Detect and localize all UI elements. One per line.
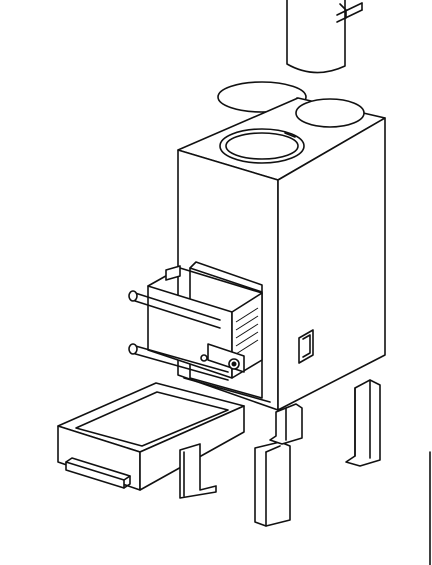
ash-drawer (57, 382, 245, 491)
support-legs (179, 379, 381, 527)
firebox-grate (128, 265, 263, 381)
chimney-pipe (286, 0, 363, 74)
